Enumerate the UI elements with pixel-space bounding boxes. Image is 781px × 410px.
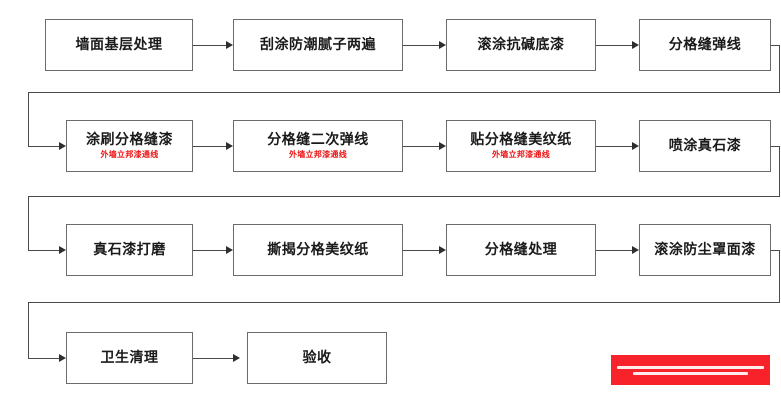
flow-node-title: 验收 [302, 349, 332, 366]
flow-node-title: 滚涂防尘罩面漆 [654, 241, 756, 258]
arrow-head-n2-n3 [439, 41, 446, 49]
arrow-head-n1-n2 [226, 41, 233, 49]
wrap1-vertical-right [779, 45, 780, 92]
watermark-banner [611, 355, 770, 385]
connector-n7-n8 [596, 146, 632, 147]
flow-node-title: 涂刷分格缝漆 [86, 132, 173, 149]
connector-n13-n14 [193, 358, 233, 359]
flow-node-n3[interactable]: 滚涂抗碱底漆 [446, 19, 596, 71]
wrap1-entry-segment [28, 146, 59, 147]
flow-node-title: 卫生清理 [100, 349, 159, 366]
arrow-head-n11-n12 [632, 246, 639, 254]
arrow-head-n9-n10 [226, 246, 233, 254]
flow-node-n4[interactable]: 分格缝弹线 [639, 19, 771, 71]
wrap2-horizontal [28, 196, 780, 197]
flow-node-n9[interactable]: 真石漆打磨 [66, 224, 193, 276]
flow-node-title: 分格缝弹线 [668, 36, 742, 53]
connector-n11-n12 [596, 250, 632, 251]
flow-node-title: 真石漆打磨 [93, 241, 166, 258]
watermark-line-1 [617, 365, 764, 369]
wrap3-vertical-right [779, 250, 780, 302]
flow-node-title: 滚涂抗碱底漆 [477, 36, 565, 53]
flow-node-subtitle: 外墙立邦漆通线 [288, 150, 348, 160]
flow-node-title: 墙面基层处理 [75, 36, 163, 53]
wrap3-exit-segment [771, 250, 780, 251]
arrow-head-n5-n6 [226, 142, 233, 150]
arrow-head-n10-n11 [439, 246, 446, 254]
arrow-head-wrap1 [59, 142, 66, 150]
flow-node-n2[interactable]: 刮涂防潮腻子两遍 [233, 19, 403, 71]
flow-node-n14[interactable]: 验收 [247, 332, 387, 384]
flow-node-n10[interactable]: 撕揭分格美纹纸 [233, 224, 403, 276]
connector-n5-n6 [193, 146, 226, 147]
wrap2-exit-segment [771, 146, 780, 147]
arrow-head-n3-n4 [632, 41, 639, 49]
connector-n10-n11 [403, 250, 439, 251]
connector-n3-n4 [596, 45, 632, 46]
connector-n9-n10 [193, 250, 226, 251]
flow-node-title: 撕揭分格美纹纸 [267, 241, 369, 258]
flow-node-n6[interactable]: 分格缝二次弹线 外墙立邦漆通线 [233, 120, 403, 172]
flow-node-subtitle: 外墙立邦漆通线 [100, 150, 159, 160]
flow-node-subtitle: 外墙立邦漆通线 [491, 150, 551, 160]
flow-node-n8[interactable]: 喷涂真石漆 [639, 120, 771, 172]
wrap2-entry-segment [28, 250, 59, 251]
connector-n6-n7 [403, 146, 439, 147]
flow-node-title: 喷涂真石漆 [668, 137, 742, 154]
flow-node-n7[interactable]: 贴分格缝美纹纸 外墙立邦漆通线 [446, 120, 596, 172]
wrap1-vertical-left [28, 92, 29, 146]
arrow-head-wrap2 [59, 246, 66, 254]
wrap2-vertical-right [779, 146, 780, 196]
connector-n2-n3 [403, 45, 439, 46]
flow-node-title: 刮涂防潮腻子两遍 [260, 36, 376, 53]
wrap2-vertical-left [28, 196, 29, 250]
flow-node-n13[interactable]: 卫生清理 [66, 332, 193, 384]
wrap3-horizontal [28, 302, 780, 303]
watermark-line-2 [633, 371, 748, 375]
wrap1-exit-segment [771, 45, 780, 46]
connector-n1-n2 [193, 45, 226, 46]
flow-node-title: 分格缝处理 [484, 241, 558, 258]
arrow-head-wrap3 [59, 354, 66, 362]
wrap1-horizontal [28, 92, 780, 93]
arrow-head-n13-n14 [233, 354, 240, 362]
flow-node-n11[interactable]: 分格缝处理 [446, 224, 596, 276]
flow-node-title: 贴分格缝美纹纸 [470, 132, 572, 149]
flow-node-n1[interactable]: 墙面基层处理 [45, 19, 193, 71]
arrow-head-n7-n8 [632, 142, 639, 150]
arrow-head-n6-n7 [439, 142, 446, 150]
wrap3-entry-segment [28, 358, 59, 359]
flow-node-n12[interactable]: 滚涂防尘罩面漆 [639, 224, 771, 276]
flow-node-title: 分格缝二次弹线 [267, 132, 369, 149]
wrap3-vertical-left [28, 302, 29, 358]
flow-node-n5[interactable]: 涂刷分格缝漆 外墙立邦漆通线 [66, 120, 193, 172]
